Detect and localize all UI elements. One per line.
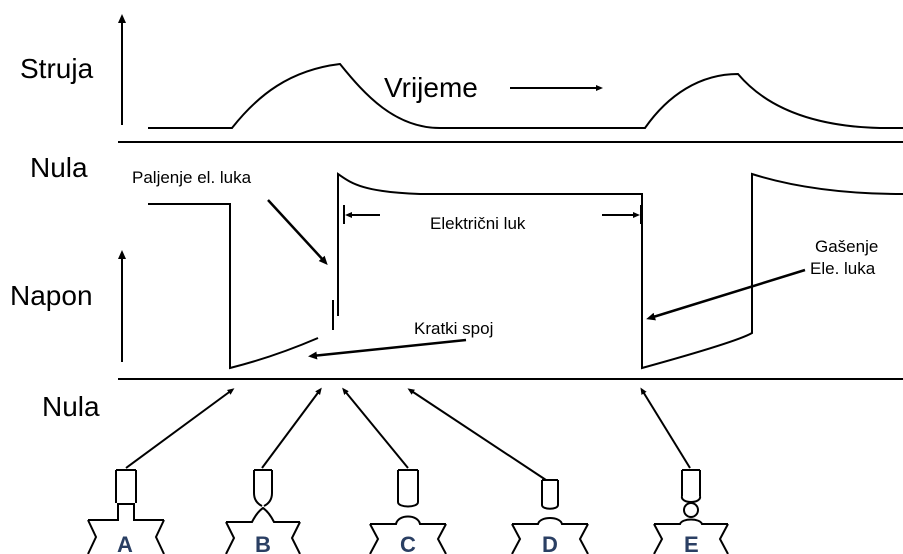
stage-letter-c: C <box>400 532 416 554</box>
pointer-c <box>342 387 409 469</box>
electrode-stage-a <box>87 469 165 554</box>
electrode-stage-e <box>653 469 729 554</box>
stage-letter-a: A <box>117 532 133 554</box>
electrode-stage-d <box>511 479 589 554</box>
electric-arc-label: Električni luk <box>430 214 526 233</box>
arc-ignition-arrow <box>267 199 328 265</box>
stage-letter-e: E <box>684 532 699 554</box>
arc-extinction-label-2: Ele. luka <box>810 259 876 278</box>
stage-letter-d: D <box>542 532 558 554</box>
voltage-label: Napon <box>10 280 93 311</box>
electrode-stage-c <box>369 469 447 554</box>
short-circuit-label: Kratki spoj <box>414 319 493 338</box>
zero-label-top: Nula <box>30 152 88 183</box>
pointer-d <box>407 388 547 481</box>
arc-extinction-label-1: Gašenje <box>815 237 878 256</box>
zero-label-bottom: Nula <box>42 391 100 422</box>
pointer-b <box>261 387 322 469</box>
voltage-waveform <box>148 172 903 370</box>
time-label: Vrijeme <box>384 72 478 103</box>
pointer-e <box>640 387 691 469</box>
electrode-stage-b <box>225 469 301 554</box>
short-circuit-arrow <box>308 338 467 360</box>
arc-extinction-arrow <box>646 268 806 321</box>
stage-letter-b: B <box>255 532 271 554</box>
pointer-a <box>125 388 235 469</box>
current-label: Struja <box>20 53 94 84</box>
arc-ignition-label: Paljenje el. luka <box>132 168 252 187</box>
current-waveform <box>148 62 903 129</box>
